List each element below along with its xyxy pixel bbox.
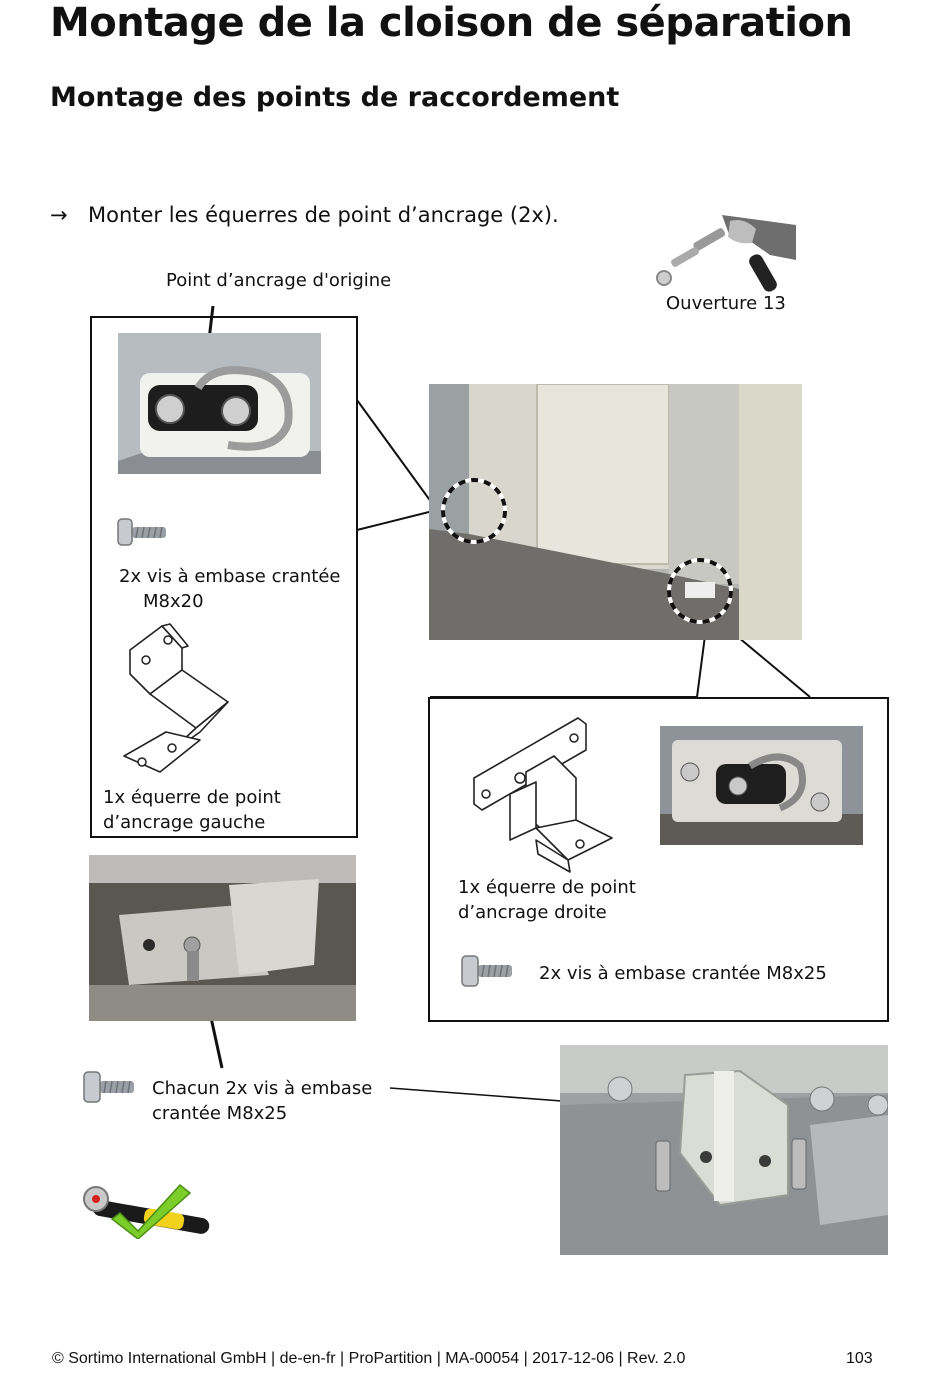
- left-bracket-drawing: [120, 622, 232, 780]
- wrench-icon: [652, 215, 796, 293]
- right-arrow-icon: →: [50, 203, 68, 227]
- footer-text: © Sortimo International GmbH | de-en-fr …: [52, 1350, 686, 1367]
- right-anchor-photo: [660, 726, 863, 845]
- section-subtitle: Montage des points de raccordement: [50, 82, 620, 113]
- screw-icon: [460, 954, 514, 988]
- van-interior-photo: [429, 384, 802, 640]
- right-bracket-label-line1: 1x équerre de point: [458, 877, 636, 898]
- origin-anchor-photo: [118, 333, 321, 474]
- ratchet-check-icon: [82, 1183, 216, 1239]
- installed-bracket-closeup-photo: [560, 1045, 888, 1255]
- left-screws-label-line2: M8x20: [143, 591, 204, 612]
- right-screws-label: 2x vis à embase crantée M8x25: [539, 963, 827, 984]
- screw-icon: [116, 517, 168, 547]
- each-screws-label-line1: Chacun 2x vis à embase: [152, 1078, 373, 1099]
- left-bracket-label-line2: d’ancrage gauche: [103, 812, 266, 833]
- origin-anchor-label: Point d’ancrage d'origine: [166, 270, 392, 291]
- each-screws-label-line2: crantée M8x25: [152, 1103, 288, 1124]
- right-bracket-frame: [428, 697, 889, 1022]
- step-instruction: Monter les équerres de point d’ancrage (…: [88, 203, 559, 227]
- right-bracket-drawing: [470, 716, 616, 876]
- wrench-size-label: Ouverture 13: [666, 293, 786, 314]
- page-title: Montage de la cloison de séparation: [50, 0, 853, 46]
- right-bracket-label-line2: d’ancrage droite: [458, 902, 607, 923]
- page-number: 103: [846, 1350, 873, 1367]
- screw-icon: [82, 1070, 136, 1104]
- left-screws-label-line1: 2x vis à embase crantée: [119, 566, 341, 587]
- left-bracket-frame: [90, 316, 358, 838]
- left-bracket-installed-photo: [89, 855, 356, 1021]
- left-bracket-label-line1: 1x équerre de point: [103, 787, 281, 808]
